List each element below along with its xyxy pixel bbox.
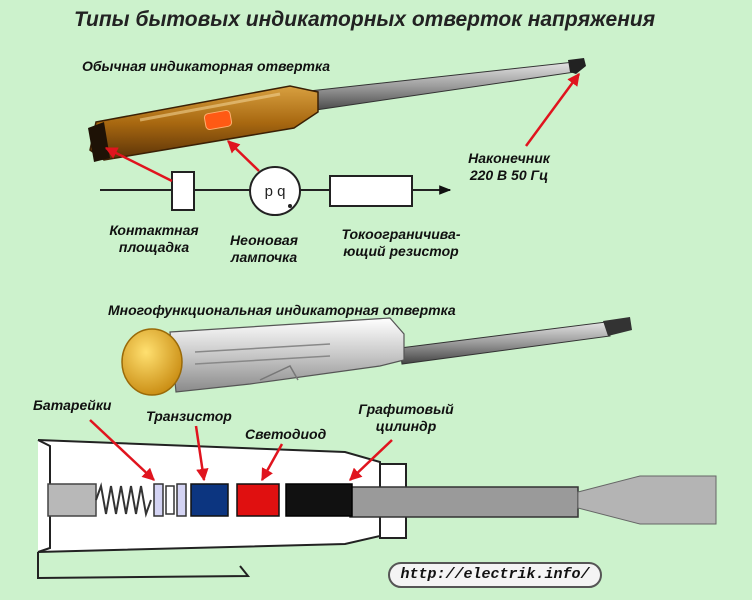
- neon-lamp-symbol: [249, 166, 301, 216]
- lamp-symbol-text: p q: [265, 183, 286, 200]
- section2-arrows: [89, 419, 393, 482]
- multifunction-screwdriver: [121, 317, 632, 396]
- transistor-label: Транзистор: [146, 408, 232, 424]
- resistor-symbol: [329, 175, 413, 207]
- section1-arrows: [104, 72, 581, 183]
- led-label: Светодиод: [245, 426, 327, 442]
- cross-section: [37, 439, 717, 580]
- contact-pad-symbol: [171, 171, 195, 211]
- neon-lamp-glow: [203, 109, 233, 131]
- contact-label-line2: площадка: [118, 239, 190, 255]
- resistor-label: Токоограничива- ющий резистор: [320, 226, 482, 260]
- neon-lamp-label: Неоновая лампочка: [214, 232, 314, 266]
- battery-3: [176, 483, 187, 517]
- graphite-label-line2: цилиндр: [375, 418, 437, 434]
- battery-2: [165, 485, 175, 515]
- source-url-link[interactable]: http://electrik.info/: [388, 562, 602, 588]
- battery-1: [153, 483, 164, 517]
- contact-pad-label: Контактная площадка: [98, 222, 210, 256]
- amber-screwdriver: [88, 58, 586, 162]
- lamp-label-line2: лампочка: [230, 249, 298, 265]
- contact-plug: [47, 483, 97, 517]
- lamp-label-line1: Неоновая: [230, 232, 298, 248]
- tip-label: Наконечник 220 В 50 Гц: [450, 150, 568, 184]
- circuit-schematic: p q: [100, 166, 452, 216]
- multifunction-heading: Многофункциональная индикаторная отвертк…: [108, 302, 456, 318]
- led-block: [236, 483, 280, 517]
- graphite-label: Графитовый цилиндр: [352, 401, 460, 435]
- yellow-cap: [121, 328, 183, 396]
- resistor-label-line1: Токоограничива-: [341, 226, 461, 242]
- tip-label-line2: 220 В 50 Гц: [469, 167, 549, 183]
- transistor-block: [190, 483, 229, 517]
- amber-screwdriver-heading: Обычная индикаторная отвертка: [82, 58, 331, 74]
- page-title: Типы бытовых индикаторных отверток напря…: [74, 8, 656, 31]
- tip-label-line1: Наконечник: [468, 150, 550, 166]
- contact-label-line1: Контактная: [109, 222, 199, 238]
- graphite-cylinder-block: [285, 483, 353, 517]
- graphite-label-line1: Графитовый: [358, 401, 454, 417]
- batteries-label: Батарейки: [33, 397, 112, 413]
- resistor-label-line2: ющий резистор: [343, 243, 459, 259]
- spring: [95, 482, 152, 518]
